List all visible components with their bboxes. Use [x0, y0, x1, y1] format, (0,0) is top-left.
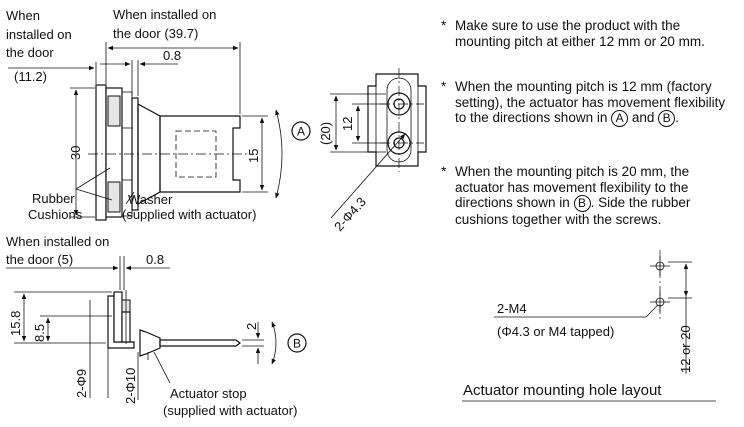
top-rubber-cushion-upper	[107, 95, 121, 127]
label-b: B	[293, 337, 301, 351]
note-2-circle-a: A	[611, 110, 629, 127]
label-a: A	[297, 125, 305, 139]
movement-arrow-b	[271, 321, 277, 365]
dim-2phi43-label: 2-Φ4.3	[331, 194, 369, 234]
top-rubber-cushion-lower	[107, 181, 121, 213]
dim-12-label: 12	[340, 117, 355, 131]
hole-m4: 2-M4	[497, 301, 527, 316]
actuator-stop-supplied: (supplied with actuator)	[163, 403, 297, 418]
actuator-stop-label: Actuator stop	[170, 386, 247, 401]
hole-layout-title: Actuator mounting hole layout	[463, 382, 662, 399]
dim-8-5-label: 8.5	[32, 324, 47, 342]
note-2: * When the mounting pitch is 12 mm (fact…	[441, 79, 726, 127]
dim-2phi10-label: 2-Φ10	[123, 368, 138, 404]
bottom-view: 0.8 When installed on the door (5) 15.8 …	[6, 234, 307, 418]
when-top-left-1: When	[6, 8, 40, 23]
dim-30-label: 30	[68, 146, 83, 160]
washer-supplied: (supplied with actuator)	[122, 207, 256, 222]
hole-layout: 12 or 20 2-M4 (Φ4.3 or M4 tapped) Actuat…	[462, 250, 716, 402]
dim-2phi9-label: 2-Φ9	[74, 369, 89, 398]
when-installed-on-top: When installed on	[113, 7, 216, 22]
dim-0-8-top: 0.8	[163, 48, 181, 63]
side-view: (20) 12 2-Φ4.3	[318, 68, 427, 234]
dim-20-label: (20)	[318, 122, 333, 145]
note-3-text: When the mounting pitch is 20 mm, the ac…	[455, 164, 690, 210]
bottom-actuator-shaft	[159, 339, 241, 347]
movement-arrow-a	[275, 109, 283, 199]
washer-label: Washer	[128, 192, 173, 207]
note-3-circle-b: B	[573, 195, 591, 212]
when-top-left-3: the door	[6, 45, 54, 60]
the-door-39-7: the door (39.7)	[113, 26, 198, 41]
pitch-dim-label: 12 or 20	[678, 325, 693, 373]
dim-11-2: (11.2)	[14, 69, 47, 84]
top-view: 30 15 A When installed on the door (39.7…	[6, 7, 311, 222]
note-3: * When the mounting pitch is 20 mm, the …	[441, 164, 691, 227]
note-2-circle-b: B	[658, 110, 676, 127]
bottom-housing	[113, 291, 123, 343]
when-installed-on-bottom: When installed on	[6, 234, 109, 249]
top-base-plate	[95, 84, 107, 221]
hole-tapped: (Φ4.3 or M4 tapped)	[497, 324, 614, 339]
top-screw-head-upper	[121, 91, 133, 129]
dim-15-8-label: 15.8	[8, 311, 23, 336]
dim-15-label: 15	[246, 149, 261, 163]
dim-2-label: 2	[244, 323, 259, 330]
label-b-circle	[287, 333, 307, 353]
dim-2phi43-leader	[330, 133, 406, 219]
label-a-circle	[291, 121, 311, 141]
top-actuator-blade	[159, 115, 241, 193]
dim-0-8-bottom: 0.8	[146, 252, 164, 267]
note-1: * Make sure to use the product with the …	[441, 18, 737, 49]
bottom-actuator-stop	[139, 329, 161, 357]
note-2-text: When the mounting pitch is 12 mm (factor…	[455, 79, 726, 125]
rubber-label: Rubber	[32, 191, 75, 206]
cushions-label: Cushions	[28, 207, 83, 222]
when-top-left-2: installed on	[6, 27, 72, 42]
note-1-text: Make sure to use the product with the mo…	[455, 18, 705, 49]
the-door-5: the door (5)	[6, 252, 73, 267]
